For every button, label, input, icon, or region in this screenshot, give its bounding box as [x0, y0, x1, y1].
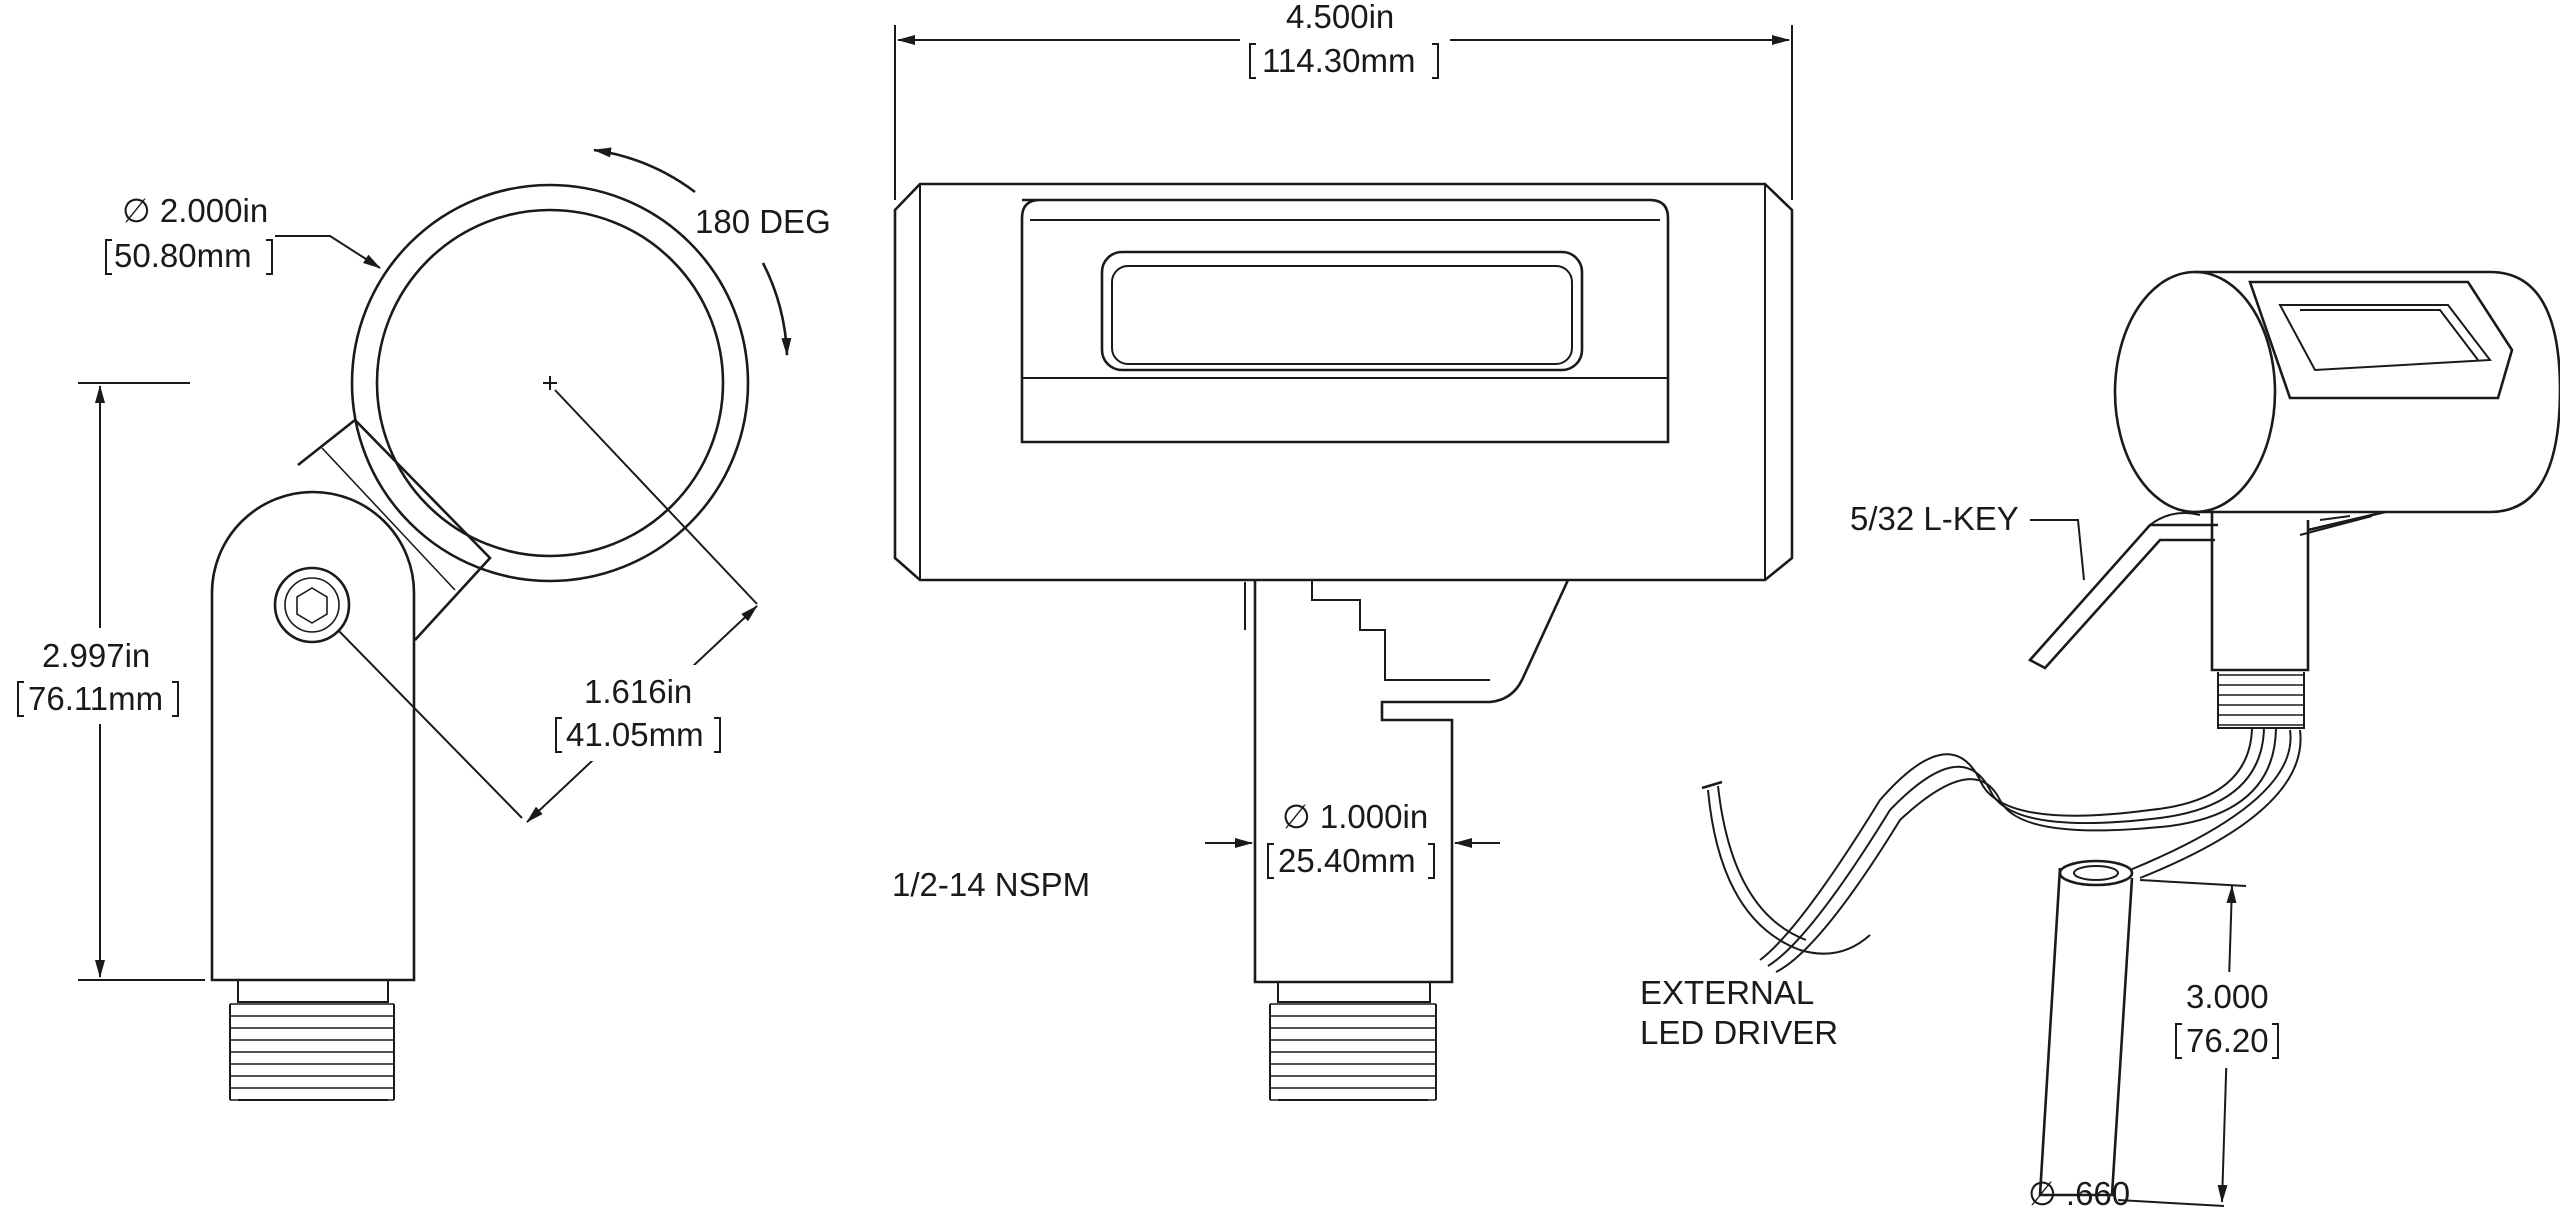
clamp-dia-bracket [105, 239, 273, 275]
wire-2 [1767, 727, 2265, 967]
stem-dia-in: ∅ 1.000in [1282, 798, 1428, 835]
height-mm: 76.11mm [28, 680, 163, 717]
radius-label-bg [548, 665, 738, 761]
stem-outline [1253, 579, 1570, 984]
lkey-icon [2027, 523, 2218, 670]
rotation-arrow-bottom [761, 262, 792, 356]
stem-dia-bracket [1267, 843, 1435, 879]
iso-mount [2210, 510, 2386, 672]
driver-len-in: 3.000 [2186, 978, 2269, 1015]
arm-edge [321, 447, 456, 591]
radius-ext-clamp [554, 389, 758, 605]
width-bracket [1249, 43, 1439, 79]
driver-body [2038, 867, 2134, 1197]
driver-ext-bottom [2117, 1199, 2225, 1207]
clamp-dia-mm: 50.80mm [114, 237, 252, 274]
bezel-outline [1020, 198, 1670, 444]
width-in: 4.500in [1286, 0, 1394, 35]
rotation-arrow-top [593, 147, 696, 194]
lens-inner [1111, 265, 1573, 365]
body-outline [210, 490, 416, 982]
lkey-leader [2030, 519, 2085, 581]
lens-outer [1100, 250, 1584, 372]
lkey-label: 5/32 L-KEY [1850, 500, 2019, 537]
bolt-inner [284, 577, 340, 633]
rotation-label: 180 DEG [695, 203, 831, 240]
thread-label: 1/2-14 NSPM [892, 866, 1090, 903]
side-view: 180 DEG ∅ 2.000in 50.80mm 2.997in 76.11m… [14, 147, 831, 1101]
driver-dia: ∅ .660 [2028, 1175, 2130, 1210]
iso-thread [2217, 672, 2305, 729]
housing-outline [893, 182, 1794, 582]
iso-view: 5/32 L-KEY EXTERNAL LED DRIVER 3.000 76.… [1640, 270, 2560, 1210]
iso-lens [2278, 304, 2492, 372]
driver-top [2058, 859, 2134, 887]
iso-end-cap [2113, 270, 2277, 514]
stem-steps [1311, 580, 1490, 681]
radius-mm: 41.05mm [566, 716, 704, 753]
radius-ext-bolt [337, 629, 523, 819]
driver-len-bracket [2175, 1023, 2279, 1059]
clamp-inner [375, 208, 725, 558]
clamp-dia-leader [275, 235, 381, 269]
height-in: 2.997in [42, 637, 150, 674]
driver-len-bg [2170, 972, 2280, 1068]
iso-lens-edge [2300, 309, 2479, 361]
height-label-bg [14, 628, 180, 724]
hex-socket-icon [296, 587, 328, 624]
radius-in: 1.616in [584, 673, 692, 710]
clamp-center-mark [543, 376, 557, 390]
clamp-dia-in: ∅ 2.000in [122, 192, 268, 229]
front-thread [1269, 981, 1437, 1101]
iso-housing [2195, 270, 2560, 514]
stem-dia-mm: 25.40mm [1278, 842, 1416, 879]
wire-driver [2129, 729, 2302, 879]
iso-window [2248, 280, 2514, 400]
driver-label-2: LED DRIVER [1640, 1014, 1838, 1051]
bolt-outer [273, 566, 351, 644]
driver-ext-top [2139, 879, 2247, 887]
arm-outline [297, 418, 492, 641]
lkey-bend [2149, 512, 2201, 526]
side-thread [229, 979, 395, 1101]
wire-end [1701, 780, 1723, 790]
clamp-outer [350, 183, 750, 583]
wire-1 [1759, 727, 2253, 961]
driver-top-inner [2073, 865, 2119, 881]
wire-lead-2 [1717, 785, 1807, 941]
front-view: 4.500in 114.30mm ∅ 1.000in 25.40mm 1/2- [892, 0, 1794, 1101]
driver-len-mm: 76.20 [2186, 1022, 2269, 1059]
stem-dia-label-bg [1262, 792, 1444, 888]
radius-bracket [555, 717, 721, 753]
driver-label-1: EXTERNAL [1640, 974, 1814, 1011]
wire-lead [1707, 789, 1871, 955]
iso-mount-detail [2299, 515, 2373, 536]
width-mm: 114.30mm [1262, 42, 1415, 79]
height-bracket [17, 681, 179, 717]
wire-3 [1775, 727, 2277, 973]
